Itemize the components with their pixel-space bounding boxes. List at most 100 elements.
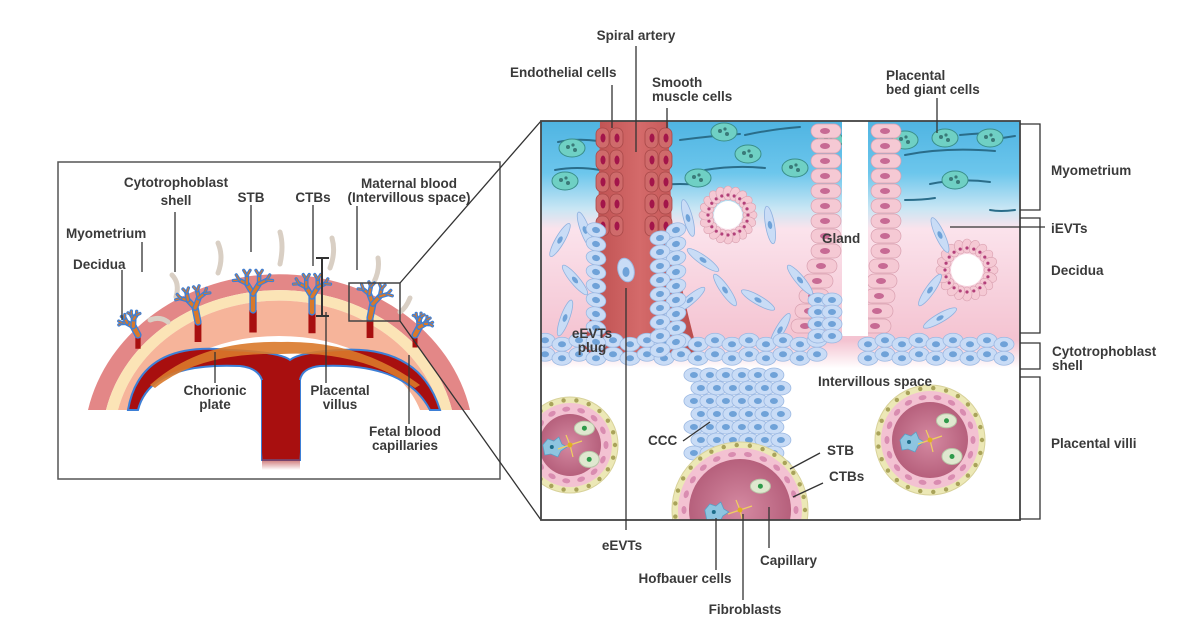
trophoblast-cell bbox=[874, 346, 896, 362]
artery-wall-cell bbox=[595, 171, 610, 193]
trophoblast-cell bbox=[665, 334, 687, 350]
trophoblast-cell bbox=[665, 292, 687, 308]
trophoblast-cell bbox=[585, 236, 607, 252]
trophoblast-cell bbox=[925, 350, 947, 366]
trophoblast-cell bbox=[585, 320, 607, 336]
trophoblast-cell bbox=[721, 350, 743, 366]
artery-wall-cell bbox=[658, 149, 673, 171]
ievt-cell bbox=[686, 248, 720, 272]
trophoblast-cell bbox=[649, 314, 671, 330]
label-placental-villus: Placental villus bbox=[290, 384, 390, 412]
trophoblast-cell bbox=[585, 222, 607, 238]
ievt-cell bbox=[764, 205, 776, 245]
layer-brackets bbox=[1020, 123, 1041, 520]
trophoblast-cell bbox=[772, 346, 794, 362]
trophoblast-cell bbox=[993, 350, 1015, 366]
trophoblast-cell bbox=[747, 367, 769, 383]
label-chorionic-plate: Chorionic plate bbox=[165, 384, 265, 412]
artery-wall-cell bbox=[595, 193, 610, 215]
label-ctbs-overview: CTBs bbox=[295, 190, 331, 205]
trophoblast-cell bbox=[942, 332, 964, 348]
detail-leader-lines bbox=[611, 46, 1045, 600]
label-intervillous-space: Intervillous space bbox=[818, 374, 933, 389]
label-line: muscle cells bbox=[652, 89, 733, 104]
artery-wall-cell bbox=[644, 193, 659, 215]
ievt-cell bbox=[556, 299, 574, 337]
trophoblast-cell bbox=[585, 334, 607, 350]
artery-wall-cell bbox=[658, 171, 673, 193]
giant-cell bbox=[558, 138, 586, 158]
trophoblast-cell bbox=[763, 393, 785, 409]
label-cytotrophoblast-shell: Cytotrophoblast shell bbox=[108, 176, 244, 208]
trophoblast-cell bbox=[715, 393, 737, 409]
smooth-muscle-cells bbox=[595, 127, 673, 237]
label-eevts: eEVTs bbox=[601, 538, 643, 553]
villous-tree bbox=[231, 268, 275, 333]
ievt-cell bbox=[740, 289, 776, 311]
trophoblast-cell bbox=[585, 250, 607, 266]
artery-wall-cell bbox=[658, 127, 673, 149]
ievt-cell bbox=[549, 222, 571, 258]
trophoblast-cell bbox=[806, 346, 828, 362]
label-line: plug bbox=[577, 340, 607, 355]
trophoblast-cell bbox=[755, 336, 777, 352]
trophoblast-cell bbox=[976, 346, 998, 362]
trophoblast-cell bbox=[731, 393, 753, 409]
trophoblast-cell bbox=[699, 393, 721, 409]
label-smooth-muscle-cells: Smooth muscle cells bbox=[652, 76, 732, 104]
villous-tree bbox=[174, 284, 212, 342]
villous-tree bbox=[411, 311, 435, 348]
trophoblast-cell bbox=[789, 336, 811, 352]
fibroblast bbox=[727, 499, 753, 520]
trophoblast-cell bbox=[993, 336, 1015, 352]
placental-villus bbox=[874, 384, 986, 496]
label-line: eEVTs bbox=[571, 326, 613, 341]
trophoblast-cell bbox=[821, 328, 843, 344]
artery-wall-cell bbox=[609, 193, 624, 215]
label-layer-ievts: iEVTs bbox=[1051, 221, 1088, 236]
detail-panel bbox=[540, 46, 1045, 600]
label-line: Placental bbox=[886, 68, 946, 83]
decidua-layer bbox=[106, 290, 452, 410]
artery-wall-cell bbox=[609, 171, 624, 193]
label-layer-decidua: Decidua bbox=[1051, 263, 1104, 278]
ievt-cell bbox=[918, 273, 942, 307]
trophoblast-cell bbox=[649, 342, 671, 358]
giant-cell bbox=[931, 128, 959, 148]
label-line: Placental bbox=[310, 383, 370, 398]
ievt-cell bbox=[561, 264, 589, 296]
fibroblast bbox=[917, 429, 943, 453]
trophoblast-cell bbox=[690, 380, 712, 396]
ievt-cell bbox=[930, 217, 950, 253]
label-line: Chorionic bbox=[183, 383, 247, 398]
trophoblast-cell bbox=[722, 406, 744, 422]
trophoblast-cell bbox=[706, 380, 728, 396]
giant-cell bbox=[551, 171, 579, 191]
artery-wall-cell bbox=[658, 193, 673, 215]
artery-wall-cell bbox=[609, 127, 624, 149]
trophoblast-cell bbox=[585, 306, 607, 322]
trophoblast-cell bbox=[976, 332, 998, 348]
giant-cell bbox=[710, 122, 738, 142]
label-line: Smooth bbox=[652, 75, 703, 90]
trophoblast-cell bbox=[706, 432, 728, 448]
label-layer-cytotrophoblast-shell: Cytotrophoblast shell bbox=[1052, 345, 1156, 373]
label-capillary: Capillary bbox=[760, 553, 818, 568]
zoom-connector-lines bbox=[399, 120, 542, 521]
ievt-cell bbox=[681, 199, 695, 237]
trophoblast-cell bbox=[821, 316, 843, 332]
label-decidua-overview: Decidua bbox=[73, 257, 126, 272]
trophoblast-cell bbox=[738, 406, 760, 422]
label-spiral-artery: Spiral artery bbox=[596, 28, 676, 43]
label-line: capillaries bbox=[371, 438, 439, 453]
label-placental-bed-giant-cells: Placental bed giant cells bbox=[886, 69, 980, 97]
artery-wall-cell bbox=[609, 215, 624, 237]
giant-cell bbox=[976, 128, 1004, 148]
trophoblast-cell bbox=[770, 432, 792, 448]
villous-tree bbox=[117, 309, 142, 349]
label-ctbs-detail: CTBs bbox=[829, 469, 865, 484]
label-layer-placental-villi: Placental villi bbox=[1051, 436, 1137, 451]
placental-villus bbox=[541, 396, 619, 494]
placental-villus bbox=[671, 441, 809, 520]
